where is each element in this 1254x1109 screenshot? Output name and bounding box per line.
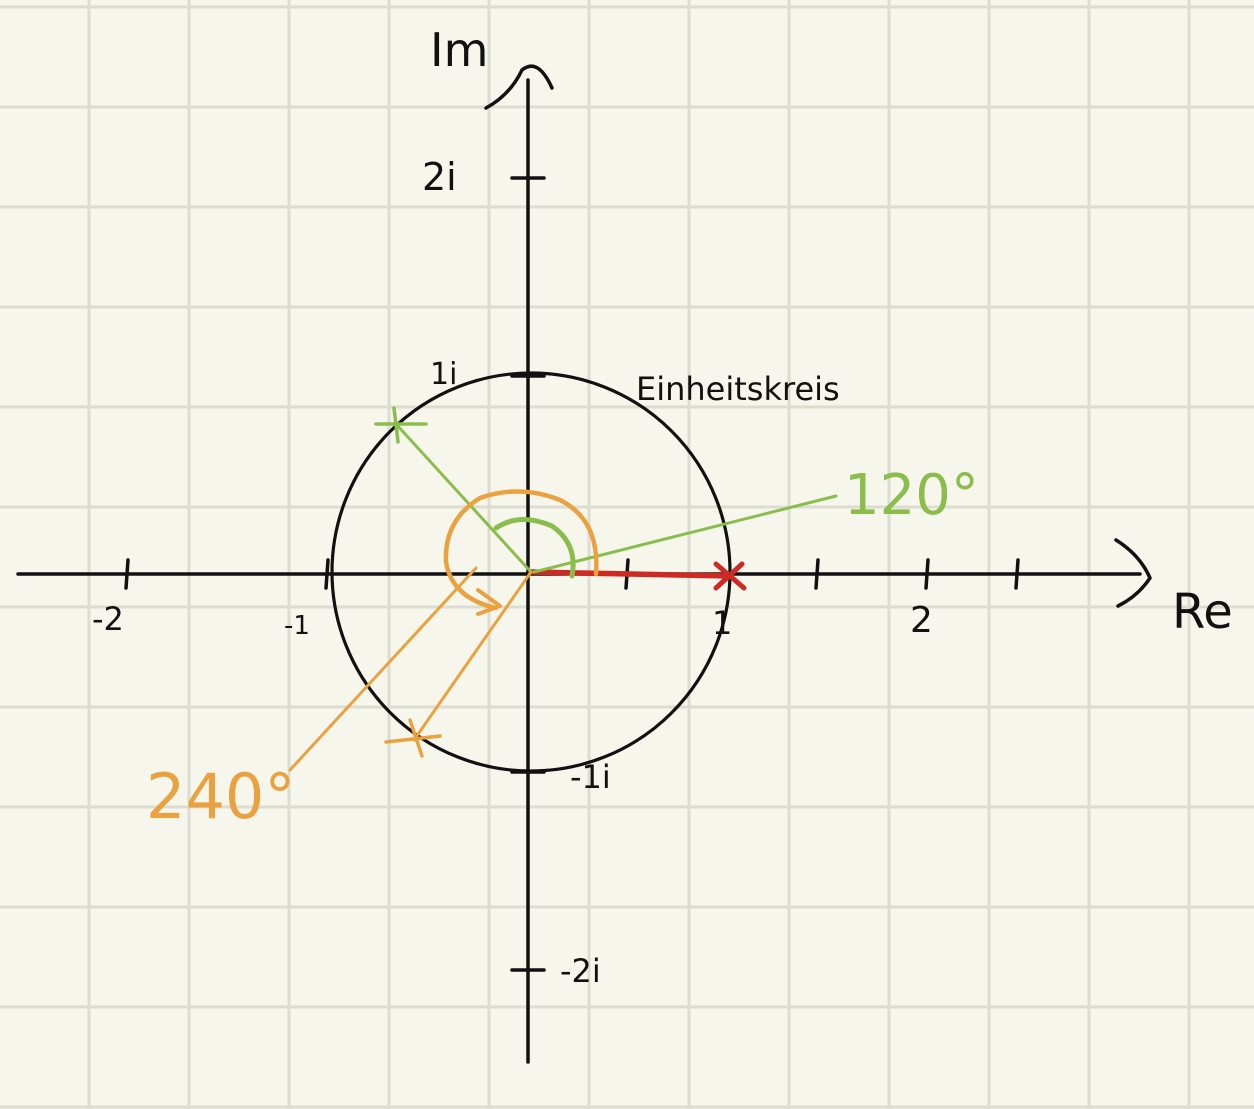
green-vector-120-deg — [394, 422, 533, 574]
red-vector-0-deg — [528, 569, 733, 579]
real-axis-tick — [124, 558, 130, 590]
green-angle-arc — [493, 517, 576, 579]
tick-label-im-1: 1i — [430, 357, 457, 392]
axis-ticks — [124, 176, 1020, 972]
real-axis-tick — [814, 558, 820, 590]
orange-vector-240-deg — [412, 570, 533, 742]
green-label-leader — [532, 494, 838, 574]
real-axis-label: Re — [1172, 584, 1233, 640]
red-cross-marker — [713, 561, 747, 591]
imaginary-axis-label: Im — [430, 23, 488, 77]
orange-label-leader — [288, 566, 478, 772]
tick-label-im-2: 2i — [422, 155, 457, 199]
real-axis-tick — [924, 558, 930, 590]
orange-angle-label: 240° — [146, 760, 295, 833]
orange-arc-arrowhead — [476, 588, 502, 616]
green-cross-marker — [374, 406, 428, 444]
orange-cross-marker — [384, 718, 442, 758]
tick-label-re-2: 2 — [910, 600, 933, 641]
green-angle-label: 120° — [844, 463, 979, 528]
real-axis-arrowhead — [1114, 538, 1152, 608]
real-axis-tick — [324, 558, 330, 590]
orange-angle-arc — [443, 489, 599, 611]
unit-circle-label: Einheitskreis — [636, 370, 840, 408]
tick-label-im-neg1: -1i — [570, 758, 611, 796]
tick-label-im-neg2: -2i — [560, 952, 601, 990]
tick-label-re-neg2: -2 — [92, 600, 124, 638]
real-axis-tick — [1014, 558, 1020, 590]
tick-label-re-neg1: -1 — [284, 611, 310, 641]
imaginary-axis-arrowhead — [484, 64, 554, 110]
tick-label-re-1: 1 — [712, 604, 732, 642]
